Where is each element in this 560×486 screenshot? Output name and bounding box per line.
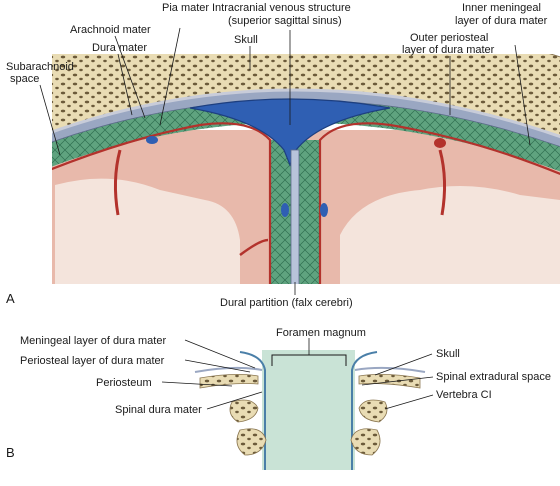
pia-mater-right	[318, 122, 560, 284]
white-matter-right	[340, 186, 560, 284]
white-matter-left	[55, 178, 240, 284]
periosteal-layer-right	[354, 366, 426, 373]
label-spinal-extradural: Spinal extradural space	[436, 371, 551, 383]
label-vertebra: Vertebra CI	[436, 389, 492, 401]
sulcus-right	[438, 149, 447, 216]
label-inner-meningeal-1: Inner meningeal	[462, 2, 541, 14]
vessel-right	[434, 138, 446, 148]
falx-cerebri	[290, 149, 300, 284]
subarachnoid-space	[52, 100, 560, 172]
periosteal-layer-left	[194, 366, 263, 373]
label-subarachnoid-1: Subarachnoid	[6, 61, 74, 73]
periosteal-layer-line	[52, 88, 560, 139]
label-inner-meningeal-2: layer of dura mater	[455, 15, 548, 27]
label-skull-a: Skull	[234, 34, 258, 46]
vertebra-left	[229, 399, 259, 423]
label-spinal-dura: Spinal dura mater	[115, 404, 202, 416]
label-subarachnoid-2: space	[10, 73, 39, 85]
sulcus-left	[113, 149, 122, 216]
label-arachnoid-mater: Arachnoid mater	[70, 24, 151, 36]
pia-mater-left	[52, 122, 272, 284]
vessel-falx-left	[281, 203, 289, 217]
panel-b-letter: B	[6, 445, 15, 460]
label-dural-partition: Dural partition (falx cerebri)	[220, 297, 353, 309]
spinal-cord	[262, 350, 355, 470]
vertebra-lower-right	[350, 428, 381, 456]
label-outer-periosteal-1: Outer periosteal	[410, 32, 488, 44]
panel-a-leaders	[39, 27, 531, 295]
label-periosteum: Periosteum	[96, 377, 152, 389]
label-intracranial-1: Intracranial venous structure	[212, 2, 351, 14]
label-periosteal-layer: Periosteal layer of dura mater	[20, 355, 165, 367]
label-skull-b: Skull	[436, 348, 460, 360]
vessel-falx-right	[320, 203, 328, 217]
panel-a-letter: A	[6, 291, 15, 306]
skull-base-right	[358, 374, 421, 389]
label-outer-periosteal-2: layer of dura mater	[402, 44, 495, 56]
meningeal-layer-right	[351, 351, 378, 470]
label-pia-mater: Pia mater	[162, 2, 209, 14]
vertebra-right	[358, 399, 388, 423]
label-intracranial-2: (superior sagittal sinus)	[228, 15, 342, 27]
sulcus-left-lower	[239, 238, 269, 257]
vertebra-lower-left	[236, 428, 267, 456]
vessel-left	[146, 136, 158, 144]
label-meningeal-layer: Meningeal layer of dura mater	[20, 335, 166, 347]
panel-b-leaders	[161, 339, 434, 410]
label-foramen-magnum: Foramen magnum	[276, 327, 366, 339]
label-dura-mater: Dura mater	[92, 42, 147, 54]
meningeal-layer-left	[239, 351, 266, 470]
panel-b-drawing	[194, 338, 426, 470]
panel-a-drawing	[52, 54, 560, 284]
